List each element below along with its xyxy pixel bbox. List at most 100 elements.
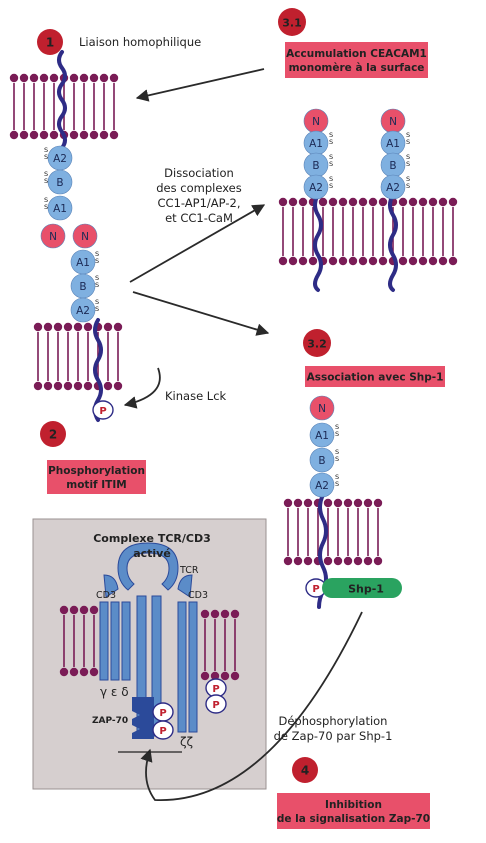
- ss-b-right-b: SS: [406, 153, 410, 168]
- accum-line1: Accumulation CEACAM1: [286, 48, 427, 60]
- chain-right-a: [313, 193, 323, 292]
- domain-n-lower-label: N: [81, 231, 89, 243]
- lipid-head: [19, 130, 29, 140]
- lipid-head: [378, 197, 388, 207]
- lipid-head: [79, 667, 89, 677]
- cd3-left-bar-1: [99, 601, 109, 681]
- lipid-head: [288, 197, 298, 207]
- disulfide-s: S: [44, 196, 48, 204]
- zap70-label: ZAP-70: [92, 716, 128, 726]
- lipid-head: [428, 256, 438, 266]
- lipid-head: [343, 498, 353, 508]
- accum-box: [285, 42, 428, 78]
- lipid-head: [303, 556, 313, 566]
- ss-b-right-a: SS: [329, 153, 333, 168]
- lipid-head: [99, 73, 109, 83]
- lipid-head: [33, 322, 43, 332]
- domain-b-upper: B: [47, 169, 73, 195]
- tcr-cd3-complex: [99, 542, 198, 753]
- step-1-circle: [37, 29, 63, 55]
- arrow-kinase: [123, 367, 161, 409]
- domain-a1-upper-shape: [47, 195, 73, 221]
- step-3-1: 3.1: [278, 8, 306, 36]
- step-2-circle: [40, 421, 66, 447]
- ss-a1-upper: SS: [44, 196, 48, 211]
- lipid-head: [373, 556, 383, 566]
- domain-a1-right-b: A1: [380, 130, 406, 156]
- inhib-box: [277, 793, 430, 829]
- phosphate-zap70-1-label: P: [159, 708, 166, 719]
- phosphate-zap70-2-label: P: [159, 726, 166, 737]
- lipid-head: [69, 667, 79, 677]
- disulfide-s: S: [329, 138, 333, 146]
- cd3-left-bar-2: [110, 601, 120, 681]
- chain-top-cell-upper: [57, 50, 67, 150]
- phosphate-itim: P: [92, 400, 114, 420]
- lipid-head: [210, 609, 220, 619]
- lipid-head: [73, 322, 83, 332]
- disulfide-s: S: [406, 182, 410, 190]
- domain-a2-right-b: A2: [380, 174, 406, 200]
- ss-a1-right-a: SS: [329, 131, 333, 146]
- disulfide-s: S: [329, 153, 333, 161]
- membrane-middle-left: [33, 322, 123, 391]
- lipid-head: [220, 609, 230, 619]
- phospho-line2: motif ITIM: [66, 479, 126, 491]
- domain-a1-lower: A1: [70, 249, 96, 275]
- membrane-shp1: [283, 498, 383, 566]
- ss-a1-right-b: SS: [406, 131, 410, 146]
- phosphate-zap70-2-circle: [152, 720, 174, 740]
- domain-n-upper-label: N: [49, 231, 57, 243]
- lipid-head: [278, 197, 288, 207]
- lipid-head: [333, 498, 343, 508]
- lipid-head: [103, 322, 113, 332]
- lipid-head: [220, 671, 230, 681]
- domain-a1-lower-label: A1: [76, 257, 90, 269]
- phospho-line1: Phosphorylation: [48, 465, 145, 477]
- domain-a1-upper-label: A1: [53, 203, 67, 215]
- tcr-panel: [32, 518, 267, 790]
- lipid-head: [298, 256, 308, 266]
- domain-n-right-a: N: [303, 108, 329, 134]
- cd3-right-arm: [177, 574, 193, 598]
- domain-b-right-b: B: [380, 152, 406, 178]
- lipid-head: [103, 381, 113, 391]
- disulfide-s: S: [44, 153, 48, 161]
- domain-n-upper: N: [40, 223, 66, 249]
- lipid-head: [43, 322, 53, 332]
- step-3-2-number: 3.2: [307, 338, 327, 351]
- lipid-head: [33, 381, 43, 391]
- domain-n-shp1-shape: [309, 395, 335, 421]
- disulfide-s: S: [44, 146, 48, 154]
- lipid-head: [448, 197, 458, 207]
- step-2: 2: [40, 421, 66, 447]
- lipid-head: [109, 73, 119, 83]
- lipid-head: [353, 498, 363, 508]
- step-3-2-circle: [303, 329, 331, 357]
- domain-a2-lower-label: A2: [76, 305, 90, 317]
- lipid-head: [343, 556, 353, 566]
- phosphate-zap70-2: P: [152, 720, 174, 740]
- dissoc-line4: et CC1-CaM: [165, 211, 233, 225]
- disulfide-s: S: [44, 203, 48, 211]
- disulfide-s: S: [406, 131, 410, 139]
- lipid-head: [398, 197, 408, 207]
- tcr-receptor-head: [117, 542, 179, 591]
- domain-a1-upper: A1: [47, 195, 73, 221]
- membrane-top-left: [9, 73, 119, 140]
- phosphate-itim-circle: [92, 400, 114, 420]
- lipid-head: [328, 197, 338, 207]
- disulfide-s: S: [335, 423, 339, 431]
- lipid-head: [333, 556, 343, 566]
- lipid-head: [59, 605, 69, 615]
- lipid-head: [9, 130, 19, 140]
- lipid-head: [83, 381, 93, 391]
- liaison-label: Liaison homophilique: [79, 35, 201, 49]
- domain-b-shp1-shape: [309, 447, 335, 473]
- chain-left-lower: [93, 318, 103, 422]
- ss-a1-lower: SS: [95, 250, 99, 265]
- disulfide-s: S: [95, 281, 99, 289]
- lipid-head: [293, 498, 303, 508]
- lipid-head: [69, 605, 79, 615]
